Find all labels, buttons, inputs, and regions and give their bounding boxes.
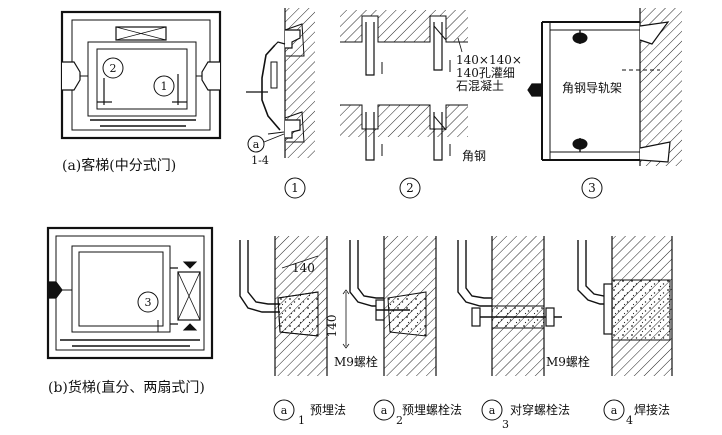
method-4-label: 焊接法 [634, 402, 670, 417]
method-3-sub: 3 [502, 418, 509, 431]
passenger-caption: (a)客梯(中分式门) [62, 157, 176, 174]
concrete-note-line-1: 140×140× [456, 53, 522, 67]
detail-embedded [239, 236, 328, 376]
section-3-detail [527, 8, 682, 199]
method-2-label: 预埋螺栓法 [402, 402, 462, 417]
bolt-label-left: M9螺栓 [334, 354, 378, 369]
plan-marker-2-label: 2 [110, 62, 117, 75]
section-1-detail [246, 8, 315, 199]
section-2-label: 2 [406, 181, 414, 195]
plan-marker-1-label: 1 [161, 80, 168, 93]
freight-caption: (b)货梯(直分、两扇式门) [48, 379, 205, 396]
plan-marker-1 [153, 75, 175, 97]
detail-welding [577, 236, 673, 376]
method-4-sub: 4 [626, 414, 633, 427]
dim-140-side: 140 [325, 315, 339, 338]
method-2-sub: 2 [396, 414, 403, 427]
method-1-label: 预埋法 [310, 403, 346, 417]
method-1-sub: 1 [298, 414, 305, 427]
section-2-detail [340, 10, 468, 199]
plan-marker-2 [102, 57, 124, 79]
concrete-note-line-2: 140孔灌细 [456, 66, 515, 80]
concrete-note-line-3: 石混凝土 [456, 78, 504, 93]
a-range: 1-4 [251, 154, 269, 167]
passenger-elevator-plan [60, 10, 222, 140]
section-1-label: 1 [291, 181, 299, 195]
method-1-marker: a [281, 404, 288, 417]
angle-rail-frame-label: 角钢导轨架 [562, 81, 622, 95]
method-4-marker: a [611, 404, 618, 417]
method-legend [273, 399, 625, 421]
detail-embedded-bolt [342, 236, 437, 376]
plan-marker-3-label: 3 [145, 296, 152, 309]
detail-through-bolt [457, 236, 562, 376]
angle-steel-label: 角钢 [462, 149, 486, 163]
method-3-label: 对穿螺栓法 [510, 402, 570, 417]
method-3-marker: a [489, 404, 496, 417]
method-2-marker: a [381, 404, 388, 417]
section-3-label: 3 [588, 181, 596, 195]
dim-140-top: 140 [292, 261, 315, 275]
freight-elevator-plan [46, 226, 214, 360]
a-marker: a [253, 138, 260, 151]
bolt-label-right: M9螺栓 [546, 354, 590, 369]
